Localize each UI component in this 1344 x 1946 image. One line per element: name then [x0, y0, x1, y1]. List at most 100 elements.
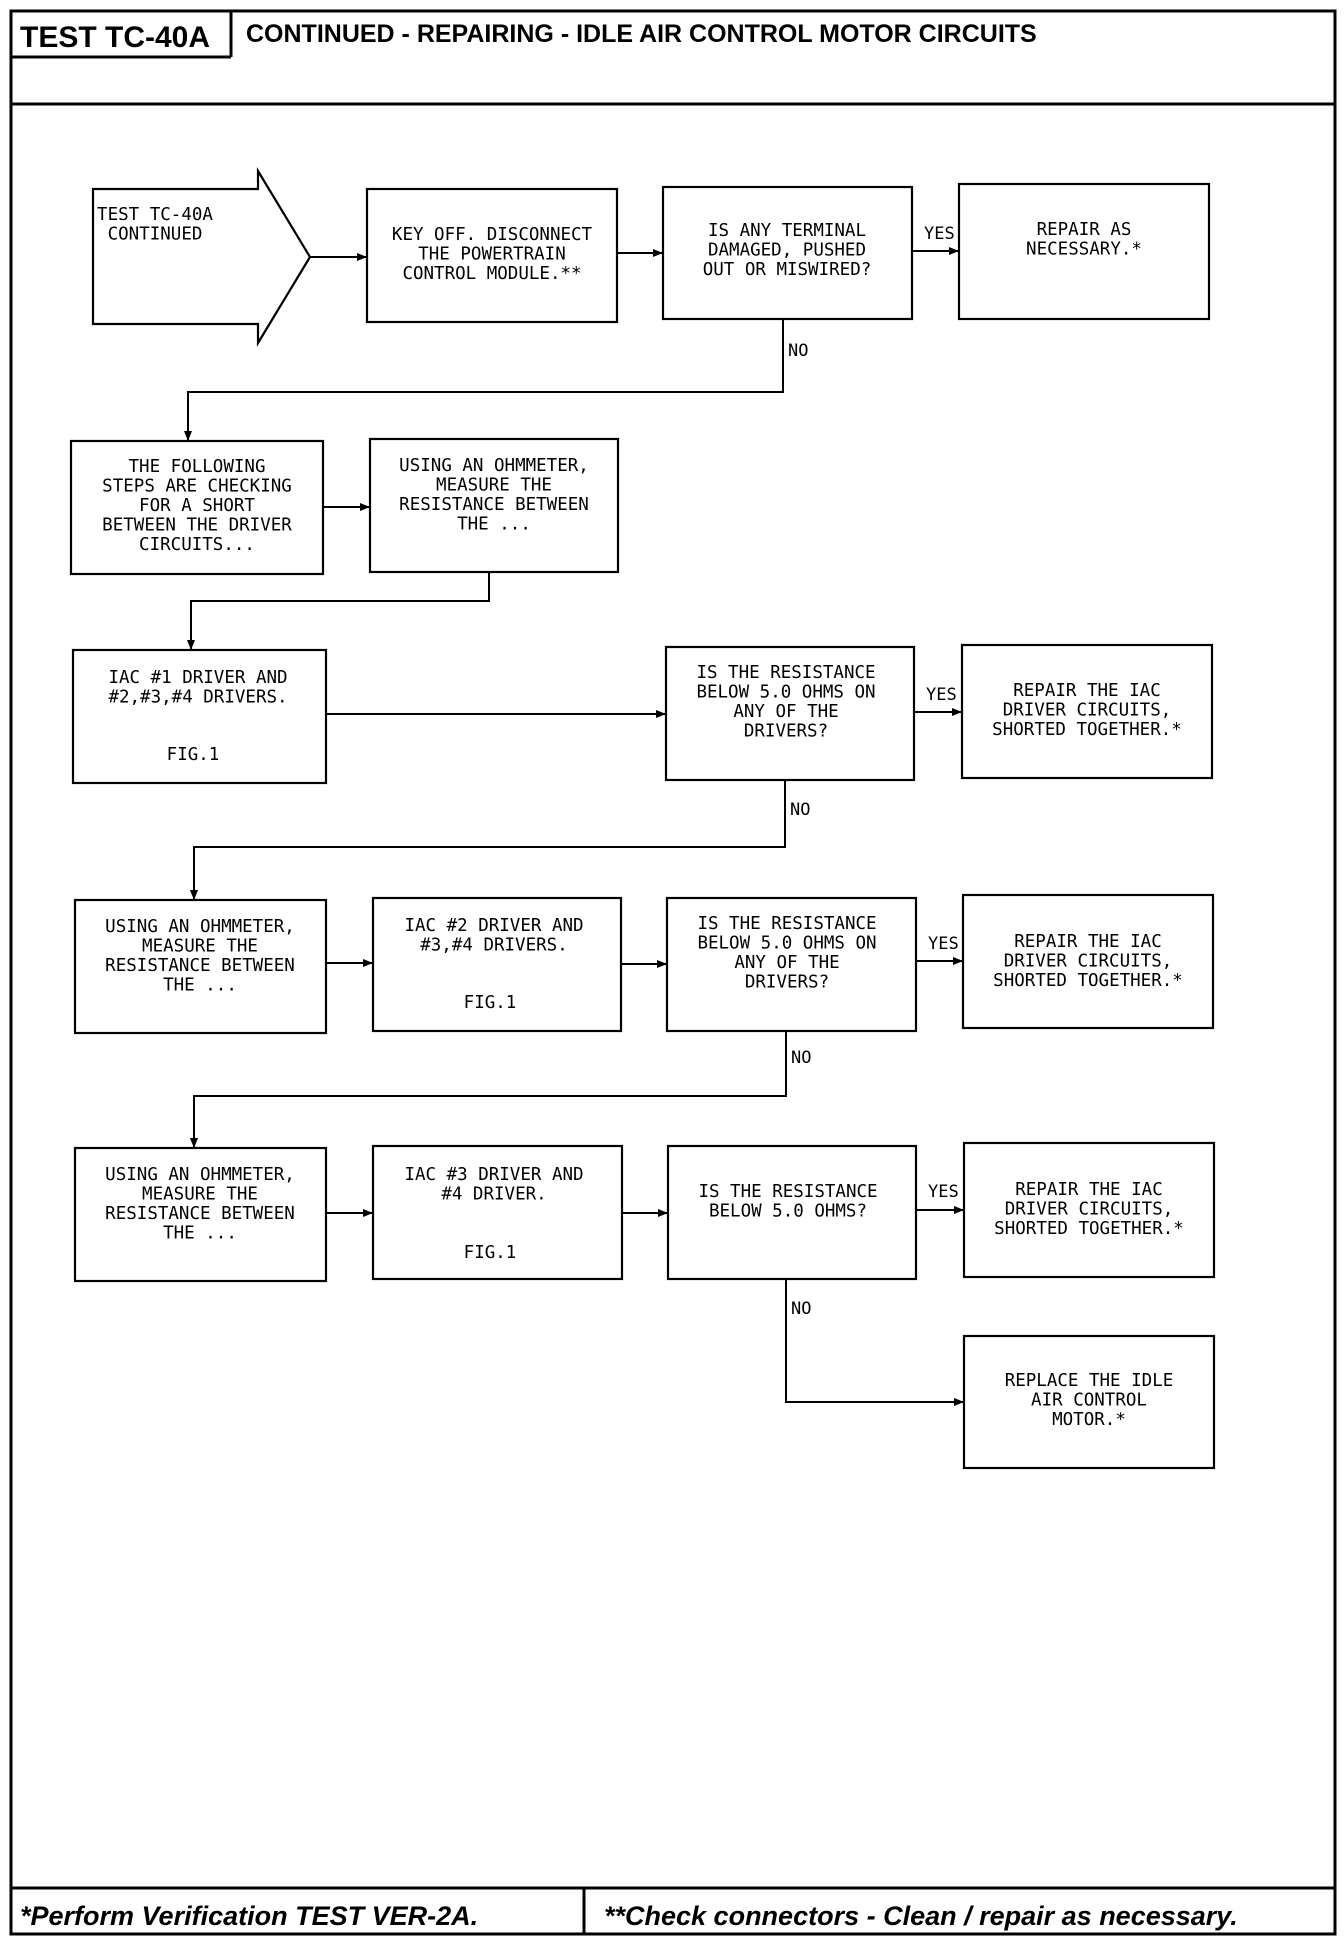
node-text-line: USING AN OHMMETER, [105, 917, 295, 937]
node-text-line: MEASURE THE [142, 937, 258, 957]
node-text-line: CONTINUED [108, 225, 203, 245]
node-text-line: MEASURE THE [436, 476, 552, 496]
iac1-fig-label: FIG.1 [167, 745, 220, 765]
node-text-line: REPLACE THE IDLE [1005, 1371, 1174, 1391]
repair-iac-box-1 [960, 643, 1214, 780]
no-label-2: NO [790, 800, 810, 820]
node-text-line: #2,#3,#4 DRIVERS. [108, 688, 287, 708]
node-text-line: MOTOR.* [1052, 1410, 1126, 1430]
node-text-line: FOR A SHORT [139, 496, 255, 516]
node-text-line: RESISTANCE BETWEEN [105, 956, 295, 976]
node-text-line: REPAIR THE IAC [1015, 1180, 1163, 1200]
connector-terminal-no [184, 319, 784, 441]
iac2-box [371, 896, 623, 1033]
iac3-fig-label: FIG.1 [464, 1243, 517, 1263]
connector-question2-no [190, 1031, 787, 1148]
iac3-box [371, 1144, 624, 1281]
terminal-question-box [661, 185, 914, 321]
footer-verification-note: *Perform Verification TEST VER-2A. [20, 1901, 478, 1931]
node-text-line: #3,#4 DRIVERS. [420, 936, 568, 956]
iac2-text: IAC #2 DRIVER AND#3,#4 DRIVERS. [404, 916, 583, 956]
yes-label-4: YES [928, 1182, 959, 1202]
node-text-line: #4 DRIVER. [441, 1185, 546, 1205]
iac1-box [71, 648, 328, 785]
no-label-4: NO [791, 1299, 811, 1319]
yes-label-1: YES [924, 224, 955, 244]
node-text-line: USING AN OHMMETER, [399, 456, 589, 476]
node-text-line: SHORTED TOGETHER.* [993, 971, 1183, 991]
node-text-line: THE POWERTRAIN [418, 245, 566, 265]
start-arrow-shape [91, 167, 312, 347]
yes-label-2: YES [926, 685, 957, 705]
node-text-line: ANY OF THE [733, 702, 838, 722]
node-text-line: IAC #2 DRIVER AND [404, 916, 583, 936]
node-text-line: IAC #1 DRIVER AND [108, 668, 287, 688]
repair-iac-box-2 [961, 893, 1215, 1030]
page-title: CONTINUED - REPAIRING - IDLE AIR CONTROL… [246, 20, 1037, 48]
node-text-line: CONTROL MODULE.** [402, 264, 581, 284]
ohmmeter-box-3 [73, 1146, 328, 1283]
node-text-line: KEY OFF. DISCONNECT [392, 225, 593, 245]
node-text-line: TEST TC-40A [97, 205, 213, 225]
ohmmeter-text-3: USING AN OHMMETER,MEASURE THERESISTANCE … [105, 1165, 295, 1244]
node-text-line: DRIVER CIRCUITS, [1003, 701, 1172, 721]
node-text-line: STEPS ARE CHECKING [102, 477, 292, 497]
node-text-line: DRIVER CIRCUITS, [1005, 1200, 1174, 1220]
connector-question1-no [190, 780, 786, 900]
node-text-line: THE ... [163, 1224, 237, 1244]
node-text-line: ANY OF THE [734, 953, 839, 973]
repair-iac-box-3 [962, 1141, 1216, 1279]
node-text-line: BELOW 5.0 OHMS? [709, 1202, 867, 1222]
footer-connectors-note: **Check connectors - Clean / repair as n… [604, 1901, 1238, 1931]
node-text-line: DRIVERS? [745, 973, 829, 993]
resistance-question-box-2 [665, 896, 918, 1033]
node-text-line: DRIVER CIRCUITS, [1004, 952, 1173, 972]
replace-motor-box [962, 1334, 1216, 1470]
node-text-line: DRIVERS? [744, 722, 828, 742]
node-text-line: IS ANY TERMINAL [708, 221, 866, 241]
ohmmeter-box-1 [368, 437, 620, 574]
node-text-line: CIRCUITS... [139, 535, 255, 555]
node-text-line: BETWEEN THE DRIVER [102, 516, 292, 536]
resistance-question-box-1 [664, 645, 916, 782]
test-id: TEST TC-40A [20, 21, 210, 54]
node-text-line: IS THE RESISTANCE [697, 914, 876, 934]
node-text-line: DAMAGED, PUSHED [708, 241, 866, 261]
iac2-fig-label: FIG.1 [464, 993, 517, 1013]
yes-label-3: YES [928, 934, 959, 954]
key-off-box [365, 187, 619, 324]
resistance-question-box-3 [666, 1144, 918, 1281]
ohmmeter-box-2 [73, 898, 328, 1035]
node-text-line: REPAIR AS [1037, 220, 1132, 240]
node-text-line: RESISTANCE BETWEEN [105, 1204, 295, 1224]
node-text-line: IAC #3 DRIVER AND [404, 1165, 583, 1185]
ohmmeter-text-2: USING AN OHMMETER,MEASURE THERESISTANCE … [105, 917, 295, 996]
iac3-text: IAC #3 DRIVER AND#4 DRIVER. [404, 1165, 583, 1205]
page-frame [9, 9, 1337, 1936]
node-text-line: SHORTED TOGETHER.* [994, 1219, 1184, 1239]
node-text-line: NECESSARY.* [1026, 240, 1142, 260]
following-steps-box [69, 439, 325, 576]
connector-ohmmeter-to-iac1 [187, 572, 490, 650]
repair-necessary-box [957, 182, 1211, 321]
node-text-line: THE ... [163, 976, 237, 996]
node-text-line: IS THE RESISTANCE [696, 663, 875, 683]
node-text-line: REPAIR THE IAC [1014, 932, 1162, 952]
node-text-line: SHORTED TOGETHER.* [992, 720, 1182, 740]
node-text-line: AIR CONTROL [1031, 1391, 1147, 1411]
node-text-line: REPAIR THE IAC [1013, 681, 1161, 701]
ohmmeter-text-1: USING AN OHMMETER,MEASURE THERESISTANCE … [399, 456, 589, 535]
no-label-1: NO [788, 341, 808, 361]
node-text-line: USING AN OHMMETER, [105, 1165, 295, 1185]
node-text-line: RESISTANCE BETWEEN [399, 495, 589, 515]
